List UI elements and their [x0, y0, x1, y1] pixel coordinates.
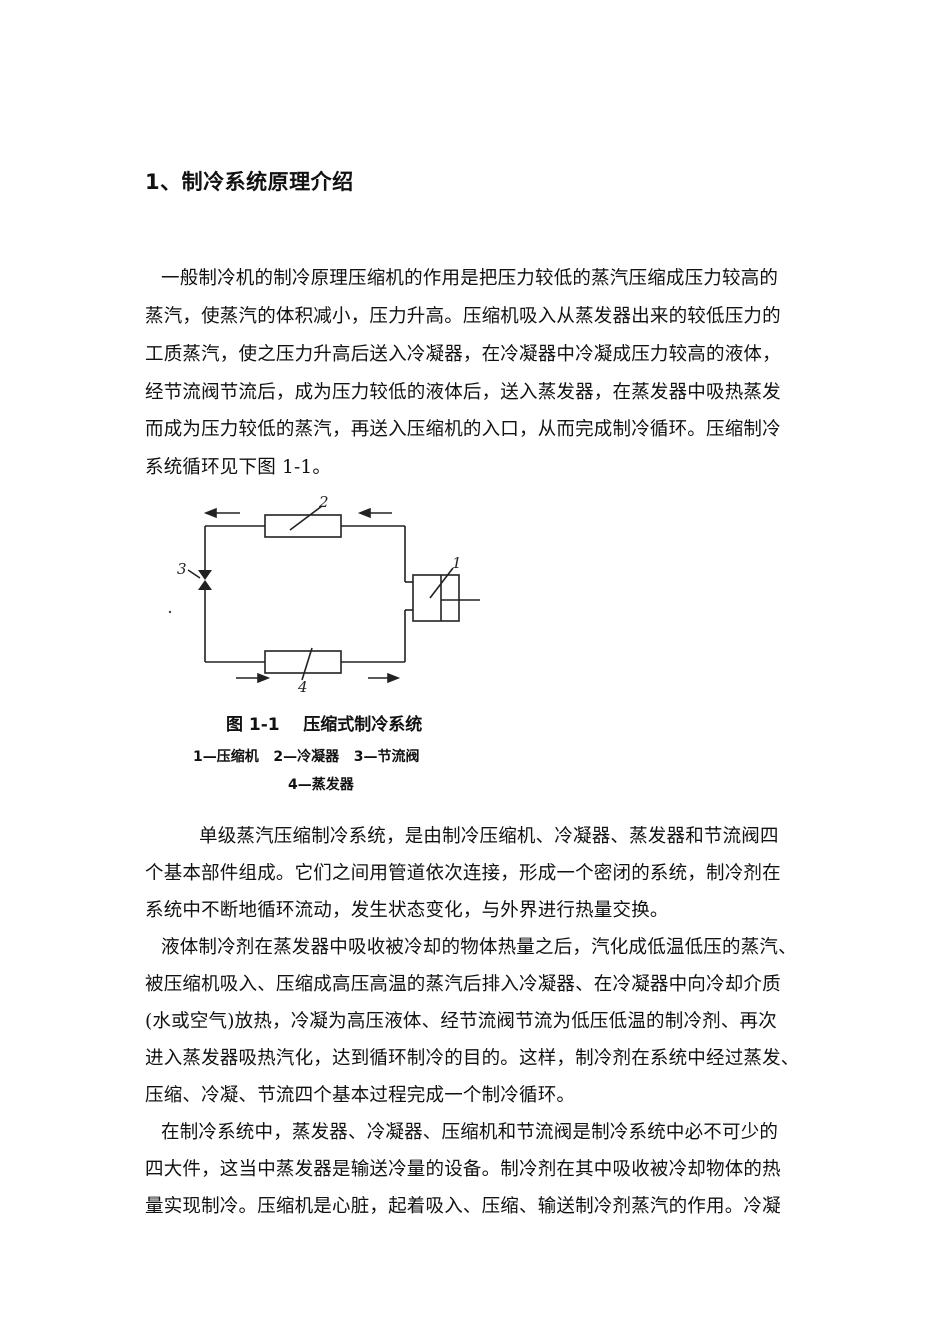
label-evaporator: 4: [297, 678, 308, 696]
label-compressor: 1: [452, 554, 462, 572]
paragraph-3-line: 液体制冷剂在蒸发器中吸收被冷却的物体热量之后，汽化成低温低压的蒸汽、: [161, 937, 797, 958]
figure-caption-legend-2: 4—蒸发器: [288, 776, 355, 793]
paragraph-1-line: 系统循环见下图 1-1。: [145, 457, 332, 478]
evaporator-box: [264, 650, 342, 674]
paragraph-2-line: 个基本部件组成。它们之间用管道依次连接，形成一个密闭的系统，制冷剂在: [145, 863, 781, 884]
refrigeration-cycle-diagram: 2 3 1 4 图 1-1 压缩式制冷系统 1—压缩机 2—冷凝器 3—节流阀 …: [168, 493, 480, 793]
paragraph-4-line: 在制冷系统中，蒸发器、冷凝器、压缩机和节流阀是制冷系统中必不可少的: [161, 1122, 779, 1143]
paragraph-1-line: 蒸汽，使蒸汽的体积减小，压力升高。压缩机吸入从蒸发器出来的较低压力的: [145, 306, 781, 327]
figure-caption-legend-1: 1—压缩机 2—冷凝器 3—节流阀: [193, 748, 419, 765]
paragraph-2-line: 系统中不断地循环流动，发生状态变化，与外界进行热量交换。: [145, 900, 669, 921]
valve-bottom-triangle: [198, 580, 212, 590]
arrow-bottom-right: [387, 672, 401, 684]
paragraph-1-line: 一般制冷机的制冷原理压缩机的作用是把压力较低的蒸汽压缩成压力较高的: [161, 268, 779, 289]
section-heading: 1、制冷系统原理介绍: [145, 170, 354, 194]
evaporator-leader: [301, 647, 313, 681]
arrow-bottom-left: [257, 672, 271, 684]
valve-leader: [187, 569, 201, 579]
paragraph-3-line: (水或空气)放热，冷凝为高压液体、经节流阀节流为低压低温的制冷剂、再次: [145, 1011, 777, 1032]
paragraph-2-line: 单级蒸汽压缩制冷系统，是由制冷压缩机、冷凝器、蒸发器和节流阀四: [199, 826, 779, 847]
figure-caption-title: 图 1-1 压缩式制冷系统: [226, 714, 422, 735]
paragraph-1-line: 而成为压力较低的蒸汽，再送入压缩机的入口，从而完成制冷循环。压缩制冷: [145, 419, 781, 440]
compressor-leader: [429, 567, 454, 599]
paragraph-1-line: 经节流阀节流后，成为压力较低的液体后，送入蒸发器，在蒸发器中吸热蒸发: [145, 382, 781, 403]
label-valve: 3: [177, 560, 187, 578]
paragraph-3-line: 被压缩机吸入、压缩成高压高温的蒸汽后排入冷凝器、在冷凝器中向冷却介质: [145, 974, 781, 995]
paragraph-4-line: 四大件，这当中蒸发器是输送冷量的设备。制冷剂在其中吸收被冷却物体的热: [145, 1159, 781, 1180]
paragraph-4-line: 量实现制冷。压缩机是心脏，起着吸入、压缩、输送制冷剂蒸汽的作用。冷凝: [145, 1196, 781, 1217]
arrow-top-right: [357, 507, 371, 519]
paragraph-3-line: 压缩、冷凝、节流四个基本过程完成一个制冷循环。: [145, 1085, 576, 1106]
paragraph-1-line: 工质蒸汽，使之压力升高后送入冷凝器，在冷凝器中冷凝成压力较高的液体，: [145, 344, 781, 365]
arrow-top-left: [203, 507, 217, 519]
condenser-leader: [289, 505, 323, 531]
condenser-box: [264, 514, 342, 538]
label-condenser: 2: [318, 493, 329, 511]
paragraph-3-line: 进入蒸发器吸热汽化，达到循环制冷的目的。这样，制冷剂在系统中经过蒸发、: [145, 1048, 800, 1069]
compressor-body: [412, 574, 460, 622]
valve-top-triangle: [198, 570, 212, 580]
